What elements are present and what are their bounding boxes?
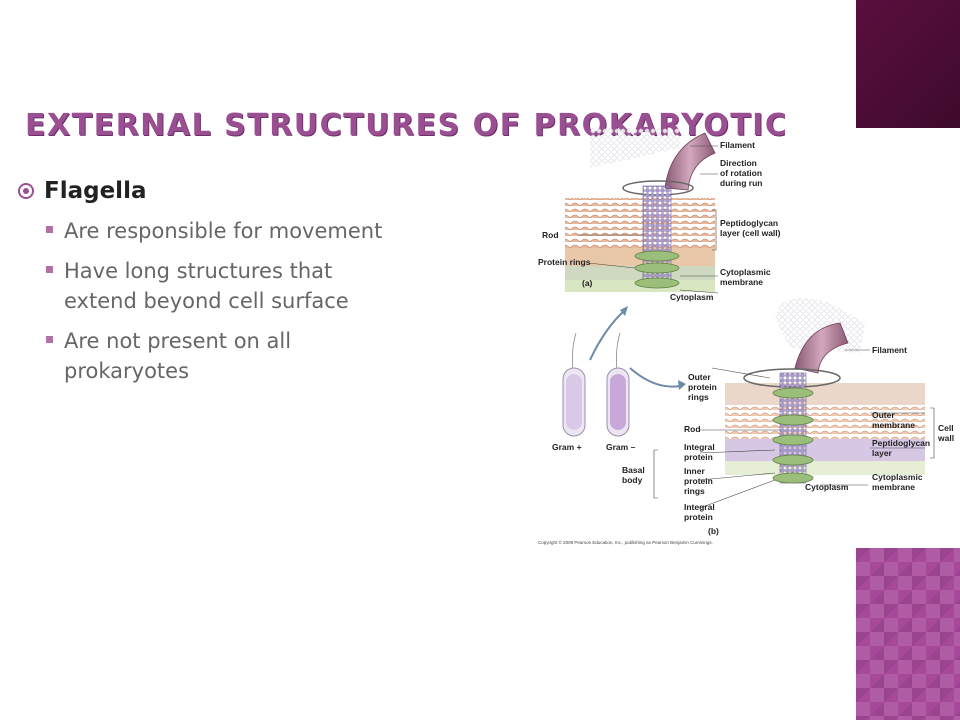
panel-b-leader-lines <box>653 349 935 509</box>
bullet-square-icon <box>46 226 53 233</box>
label-b-integral-protein-2a: Integral <box>684 502 715 512</box>
label-b-basal-body-1: Basal <box>622 465 645 475</box>
label-a-direction-1: Direction <box>720 158 757 168</box>
label-b-outer-membrane-2: membrane <box>872 420 915 430</box>
label-a-peptidoglycan-2: layer (cell wall) <box>720 228 781 238</box>
main-bullet: Flagella <box>18 178 408 204</box>
bullet-circle-icon <box>18 183 34 199</box>
label-b-integral-protein-1b: protein <box>684 452 713 462</box>
bullet-square-icon <box>46 266 53 273</box>
decorative-band-bottom <box>856 548 960 720</box>
label-a-filament: Filament <box>720 140 755 150</box>
gram-cells <box>562 306 686 437</box>
label-a-direction-3: during run <box>720 178 763 188</box>
label-b-cytoplasm: Cytoplasm <box>805 482 849 492</box>
label-b-cytoplasmic-1: Cytoplasmic <box>872 472 923 482</box>
sub-bullet: Have long structures that extend beyond … <box>46 256 408 316</box>
label-b-basal-body-2: body <box>622 475 643 485</box>
label-a-peptidoglycan-1: Peptidoglycan <box>720 218 778 228</box>
label-b-integral-protein-2b: protein <box>684 512 713 522</box>
decorative-band-middle <box>856 128 960 548</box>
sub-bullet-text: Are responsible for movement <box>64 219 383 243</box>
bullet-list: Flagella Are responsible for movement Ha… <box>18 178 408 396</box>
bullet-square-icon <box>46 336 53 343</box>
sub-bullet-text: Are not present on all prokaryotes <box>64 329 292 383</box>
label-b-cell-wall-1: Cell <box>938 423 954 433</box>
sub-bullet-text: Have long structures that extend beyond … <box>64 259 349 313</box>
label-b-tag: (b) <box>708 526 719 536</box>
label-b-cell-wall-2: wall <box>937 433 954 443</box>
flagellum-figure: Filament Direction of rotation during ru… <box>538 128 954 545</box>
label-b-cytoplasmic-2: membrane <box>872 482 915 492</box>
main-bullet-text: Flagella <box>44 178 147 204</box>
panel-a-diagram <box>565 128 716 292</box>
label-b-rod: Rod <box>684 424 701 434</box>
label-b-inner-rings-1: Inner <box>684 466 705 476</box>
label-b-outer-rings-1: Outer <box>688 372 711 382</box>
panel-a-leader-lines <box>578 145 719 294</box>
label-b-outer-rings-3: rings <box>688 392 709 402</box>
label-a-direction-2: of rotation <box>720 168 762 178</box>
sub-bullet: Are not present on all prokaryotes <box>46 326 408 386</box>
label-gram-negative: Gram – <box>606 442 636 452</box>
label-gram-positive: Gram + <box>552 442 582 452</box>
label-a-tag: (a) <box>582 278 593 288</box>
label-a-rod: Rod <box>542 230 559 240</box>
sub-bullet: Are responsible for movement <box>46 216 408 246</box>
figure-copyright: Copyright © 2009 Pearson Education, Inc.… <box>538 539 713 545</box>
label-a-cytoplasmic-1: Cytoplasmic <box>720 267 771 277</box>
label-a-protein-rings: Protein rings <box>538 257 591 267</box>
label-b-peptidoglycan-2: layer <box>872 448 893 458</box>
label-b-inner-rings-2: protein <box>684 476 713 486</box>
label-a-cytoplasm: Cytoplasm <box>670 292 714 302</box>
decorative-band-top <box>856 0 960 128</box>
label-b-integral-protein-1a: Integral <box>684 442 715 452</box>
panel-b-diagram <box>725 298 925 484</box>
label-b-inner-rings-3: rings <box>684 486 705 496</box>
label-b-filament: Filament <box>872 345 907 355</box>
label-b-peptidoglycan-1: Peptidoglycan <box>872 438 930 448</box>
label-b-outer-membrane-1: Outer <box>872 410 895 420</box>
label-a-cytoplasmic-2: membrane <box>720 277 763 287</box>
label-b-outer-rings-2: protein <box>688 382 717 392</box>
